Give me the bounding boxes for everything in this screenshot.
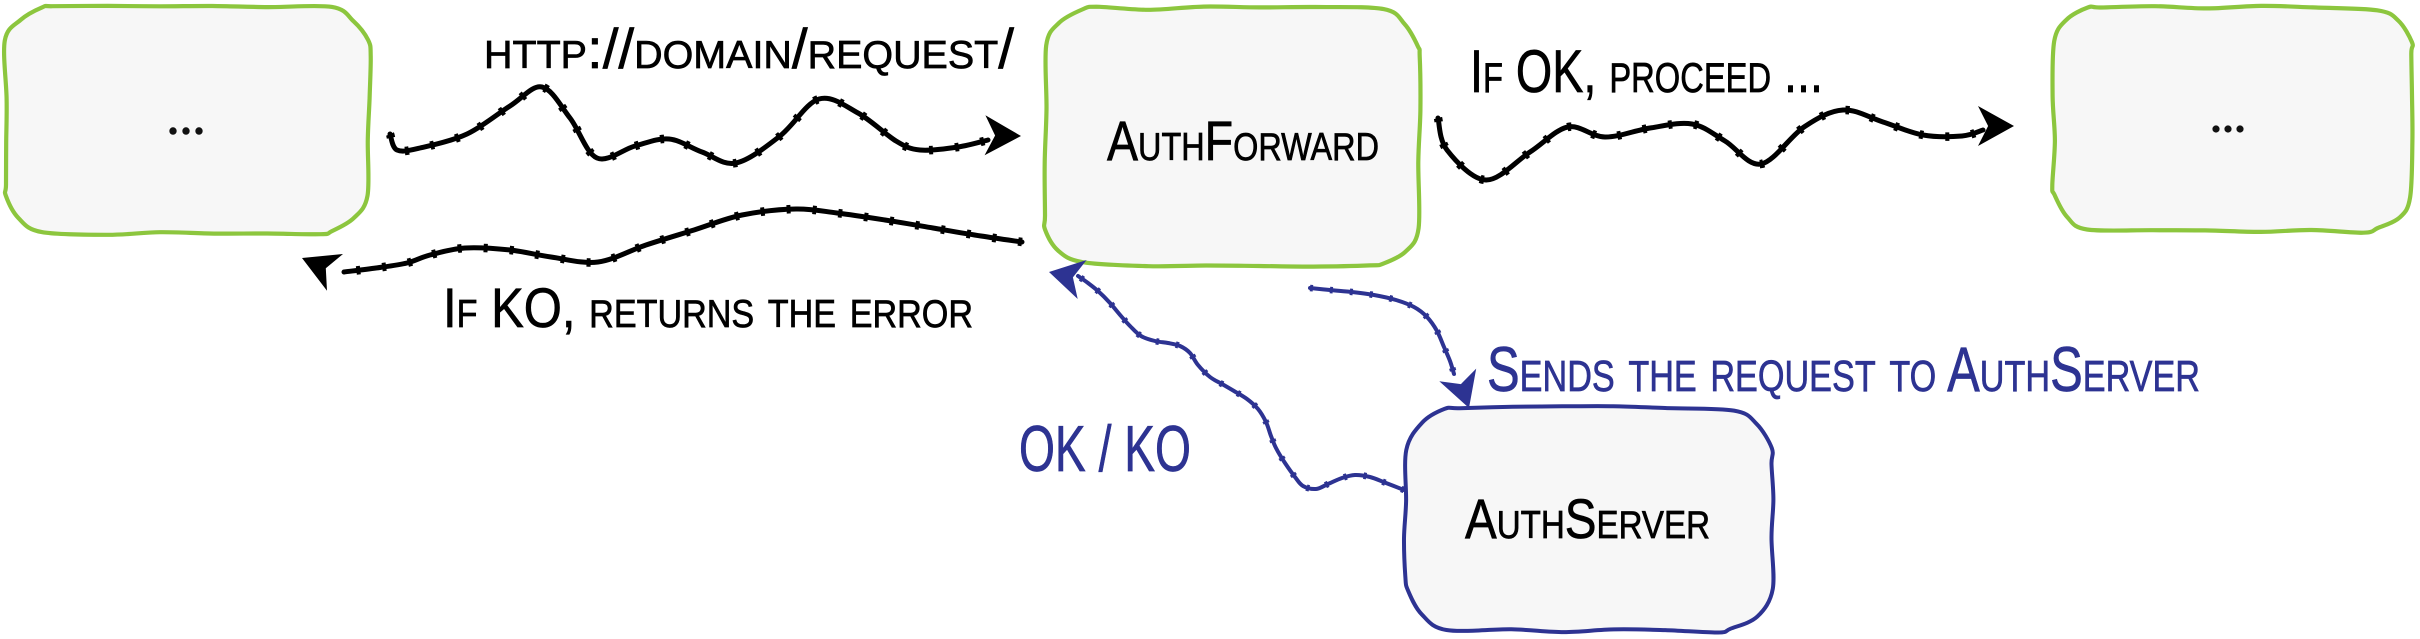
svg-text:Sends the request to AuthServe: Sends the request to AuthServer <box>1487 335 2200 405</box>
svg-text:OK / KO: OK / KO <box>1019 412 1191 485</box>
svg-text:AuthServer: AuthServer <box>1465 487 1710 550</box>
svg-text:If OK, proceed ...: If OK, proceed ... <box>1470 38 1823 105</box>
svg-text:If KO, returns the error: If KO, returns the error <box>443 276 973 339</box>
svg-text:AuthForward: AuthForward <box>1107 109 1379 172</box>
svg-text:http://domain/request/: http://domain/request/ <box>484 17 1014 80</box>
